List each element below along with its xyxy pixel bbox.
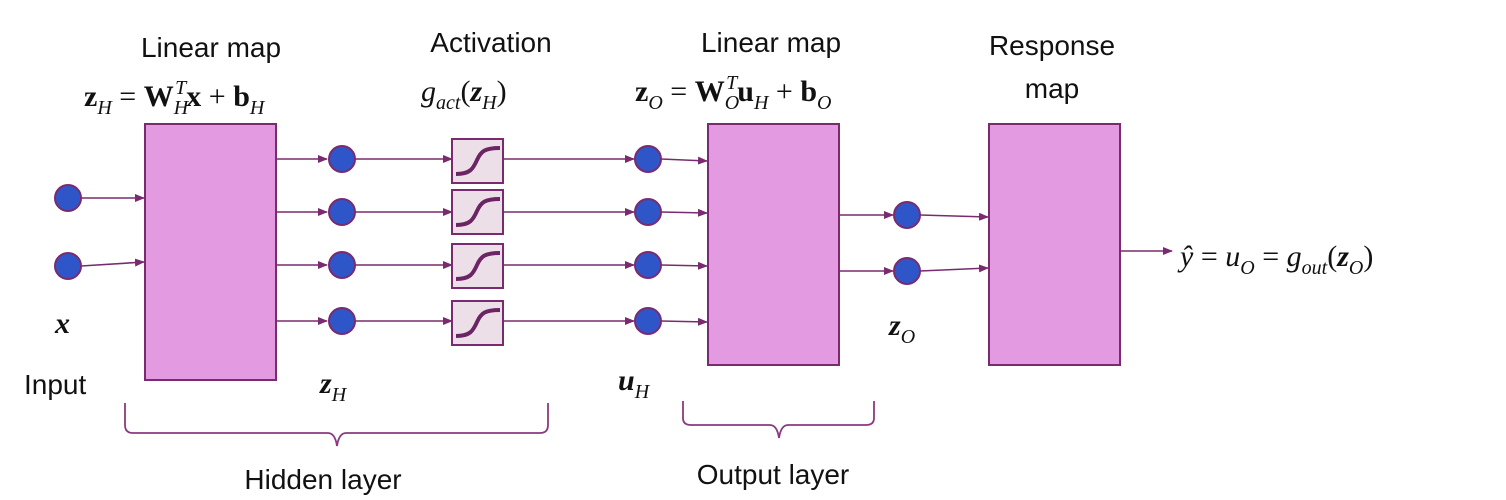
hidden-pre-activation-node bbox=[328, 145, 356, 173]
input-node bbox=[54, 252, 82, 280]
hidden-output-node bbox=[634, 145, 662, 173]
hidden-pre-activation-node bbox=[328, 198, 356, 226]
hidden-linear-equation: zH = WHTx + bH bbox=[84, 77, 266, 119]
output-layer-brace bbox=[682, 401, 875, 439]
hidden-linear-map-box bbox=[144, 123, 277, 381]
output-layer-label: Output layer bbox=[697, 459, 850, 490]
sigmoid-icon bbox=[455, 251, 501, 281]
output-response-equation: ŷ = uO = gout(zO) bbox=[1177, 240, 1373, 279]
activation-box bbox=[451, 189, 504, 235]
svg-text:ŷ = uO = gout(zO): ŷ = uO = gout(zO) bbox=[1177, 240, 1373, 279]
svg-text:gact(zH): gact(zH) bbox=[421, 75, 507, 114]
response-map-title-line1: Response bbox=[989, 30, 1115, 61]
activation-box bbox=[451, 300, 504, 346]
svg-text:zO = WOTuH + bO: zO = WOTuH + bO bbox=[635, 72, 831, 114]
input-connections bbox=[80, 194, 145, 267]
activation-equation: gact(zH) bbox=[421, 75, 507, 114]
hidden-pre-symbol: zH bbox=[319, 367, 348, 406]
sigmoid-icon bbox=[455, 146, 501, 176]
output-linear-map-box bbox=[707, 123, 840, 366]
input-label: Input bbox=[24, 369, 86, 400]
output-linear-equation: zO = WOTuH + bO bbox=[635, 72, 831, 114]
activation-box bbox=[451, 243, 504, 289]
output-pre-symbol: zO bbox=[888, 309, 915, 348]
hidden-layer-label: Hidden layer bbox=[244, 464, 401, 495]
svg-text:zH: zH bbox=[319, 367, 348, 406]
svg-text:uH: uH bbox=[618, 364, 651, 403]
activation-title: Activation bbox=[430, 27, 551, 58]
hidden-connections bbox=[276, 155, 708, 326]
response-map-title-line2: map bbox=[1025, 73, 1079, 104]
hidden-output-node bbox=[634, 198, 662, 226]
hidden-post-symbol: uH bbox=[618, 364, 651, 403]
svg-text:zO: zO bbox=[888, 309, 915, 348]
svg-text:zH = WHTx + bH: zH = WHTx + bH bbox=[84, 77, 266, 119]
hidden-layer-brace bbox=[124, 403, 549, 447]
input-vector-symbol: x bbox=[54, 307, 70, 340]
hidden-linear-map-title: Linear map bbox=[141, 32, 281, 63]
response-map-box bbox=[988, 123, 1121, 366]
hidden-output-node bbox=[634, 307, 662, 335]
activation-box bbox=[451, 138, 504, 184]
hidden-pre-activation-node bbox=[328, 307, 356, 335]
hidden-pre-activation-node bbox=[328, 251, 356, 279]
output-pre-node bbox=[893, 257, 921, 285]
input-node bbox=[54, 184, 82, 212]
output-connections bbox=[839, 211, 1173, 275]
hidden-output-node bbox=[634, 251, 662, 279]
sigmoid-icon bbox=[455, 308, 501, 338]
output-linear-map-title: Linear map bbox=[701, 27, 841, 58]
output-pre-node bbox=[893, 201, 921, 229]
sigmoid-icon bbox=[455, 197, 501, 227]
